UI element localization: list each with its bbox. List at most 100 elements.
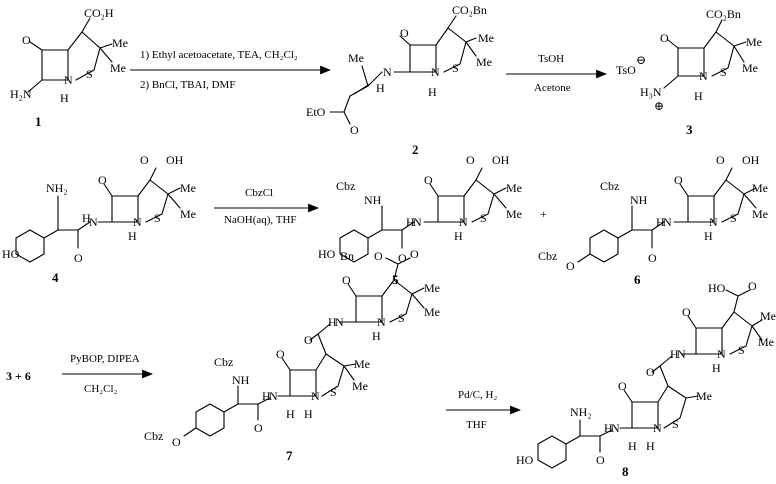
compound-8: HO O NH₂ O N S H H N H O Me O N S H N H … — [516, 279, 776, 479]
c7-nh: NH — [232, 373, 250, 387]
c7-amide-h-b: H — [328, 315, 337, 329]
compound-3: TsO ⊖ O N S H CO₂Bn Me Me H₃N ⊕ 3 — [616, 7, 762, 137]
c7-h-a2: H — [304, 407, 313, 421]
c7-cbz: Cbz — [214, 355, 233, 369]
c4-oh-acid: OH — [166, 153, 184, 167]
c1-number: 1 — [35, 114, 42, 129]
c5-me1: Me — [506, 181, 522, 195]
r5-conditions-above: Pd/C, H₂ — [458, 389, 497, 401]
c2-carbonyl-o: O — [350, 123, 359, 137]
c6-nh: NH — [630, 193, 648, 207]
reaction-arrow-5: Pd/C, H₂ THF — [446, 389, 522, 431]
c7-me-a2: Me — [352, 379, 368, 393]
c4-amide-o: O — [74, 251, 83, 265]
c7-oxo-b: O — [342, 273, 351, 287]
c8-h-a2: H — [646, 439, 655, 453]
compound-4: NH₂ O N S H N H O OH O Me Me HO 4 — [2, 153, 196, 285]
c8-oxo-a: O — [618, 379, 627, 393]
c2-oxo: O — [400, 26, 409, 40]
c5-ho: HO — [318, 247, 336, 261]
r1-conditions-below: 2) BnCl, TBAI, DMF — [140, 79, 235, 91]
c3-plus: ⊕ — [654, 99, 664, 113]
reaction-arrow-4: PyBOP, DIPEA CH₂Cl₂ — [62, 353, 154, 395]
c3-me1: Me — [746, 35, 762, 49]
c7-s-a: S — [330, 385, 337, 399]
c1-amine: H₂N — [10, 87, 32, 101]
c8-oxo-b: O — [682, 305, 691, 319]
c6-h: H — [704, 229, 713, 243]
c7-amide-n-a: N — [269, 389, 278, 403]
c8-amide-h-b: H — [670, 347, 679, 361]
c5-amide-o: O — [398, 251, 407, 265]
c6-n: N — [709, 215, 718, 229]
reaction-arrow-3: CbzCl NaOH(aq), THF — [214, 187, 320, 226]
c8-amide-o-a: O — [596, 453, 605, 467]
c3-number: 3 — [686, 122, 693, 137]
c7-me-b1: Me — [424, 281, 440, 295]
c6-oh-acid: OH — [742, 153, 760, 167]
c3-oxo: O — [660, 31, 669, 45]
r2-conditions-above: TsOH — [538, 53, 564, 65]
c7-me-b2: Me — [424, 305, 440, 319]
c6-amide-h: H — [656, 215, 665, 229]
c4-s: S — [154, 211, 161, 225]
c2-me-vinyl: Me — [348, 51, 364, 65]
reaction-arrow-1: 1) Ethyl acetoacetate, TEA, CH₂Cl₂ 2) Bn… — [130, 49, 332, 91]
c4-oxo: O — [98, 173, 107, 187]
c8-ho-acid: HO — [708, 281, 726, 295]
c8-me-b2: Me — [758, 335, 774, 349]
c7-amide-o-a: O — [254, 421, 263, 435]
r3-conditions-above: CbzCl — [245, 187, 273, 199]
c6-cbz: Cbz — [600, 179, 619, 193]
c2-s: S — [452, 61, 459, 75]
c7-s-b: S — [398, 311, 405, 325]
c7-oxo-a: O — [276, 347, 285, 361]
r4-conditions-above: PyBOP, DIPEA — [70, 353, 140, 365]
compound-1: O N S H CO₂H Me Me H₂N 1 — [10, 6, 128, 129]
r3-conditions-below: NaOH(aq), THF — [224, 214, 297, 226]
c6-number: 6 — [634, 272, 641, 287]
c5-oh-acid: OH — [492, 153, 510, 167]
r5-conditions-below: THF — [466, 419, 487, 431]
compound-7: Bn O O Cbz NH O N S H H N H O Me Me O N … — [144, 247, 440, 463]
c7-amide-o-b: O — [304, 333, 313, 347]
c8-s-b: S — [738, 343, 745, 357]
c4-nh2: NH₂ — [46, 181, 68, 195]
c1-s: S — [86, 67, 93, 81]
c3-ammonium: H₃N — [640, 85, 662, 99]
c5-nh: NH — [364, 193, 382, 207]
c6-s: S — [730, 211, 737, 225]
c6-oxo: O — [674, 173, 683, 187]
c4-ho: HO — [2, 247, 20, 261]
c4-h: H — [128, 229, 137, 243]
c8-nh2: NH₂ — [570, 405, 592, 419]
c5-h: H — [454, 229, 463, 243]
c1-oxo: O — [22, 33, 31, 47]
c5-acid-o: O — [466, 153, 475, 167]
c5-number: 5 — [392, 272, 399, 287]
c7-amide-h-a: H — [262, 389, 271, 403]
c8-acid-o: O — [748, 279, 757, 293]
c1-n: N — [64, 73, 73, 87]
c4-me1: Me — [180, 181, 196, 195]
c2-nh-n: N — [383, 65, 392, 79]
c3-h: H — [694, 89, 703, 103]
c2-number: 2 — [412, 142, 419, 157]
c3-s: S — [720, 65, 727, 79]
c8-h-b: H — [712, 361, 721, 375]
c7-number: 7 — [286, 448, 293, 463]
c5-n: N — [459, 215, 468, 229]
compound-2: O N S H CO₂Bn Me Me Me N H O EtO 2 — [306, 3, 494, 157]
r2-conditions-below: Acetone — [534, 82, 571, 94]
c6-amide-o: O — [648, 251, 657, 265]
c5-cbz: Cbz — [336, 179, 355, 193]
c3-me2: Me — [742, 61, 758, 75]
c4-acid-o: O — [140, 153, 149, 167]
c4-nh: N — [89, 215, 98, 229]
c8-amide-h-a: H — [604, 421, 613, 435]
c7-amide-n-b: N — [335, 315, 344, 329]
c5-s: S — [480, 211, 487, 225]
c8-n-a: N — [653, 421, 662, 435]
c1-me2: Me — [110, 61, 126, 75]
c7-cbz-o: Cbz — [144, 429, 163, 443]
